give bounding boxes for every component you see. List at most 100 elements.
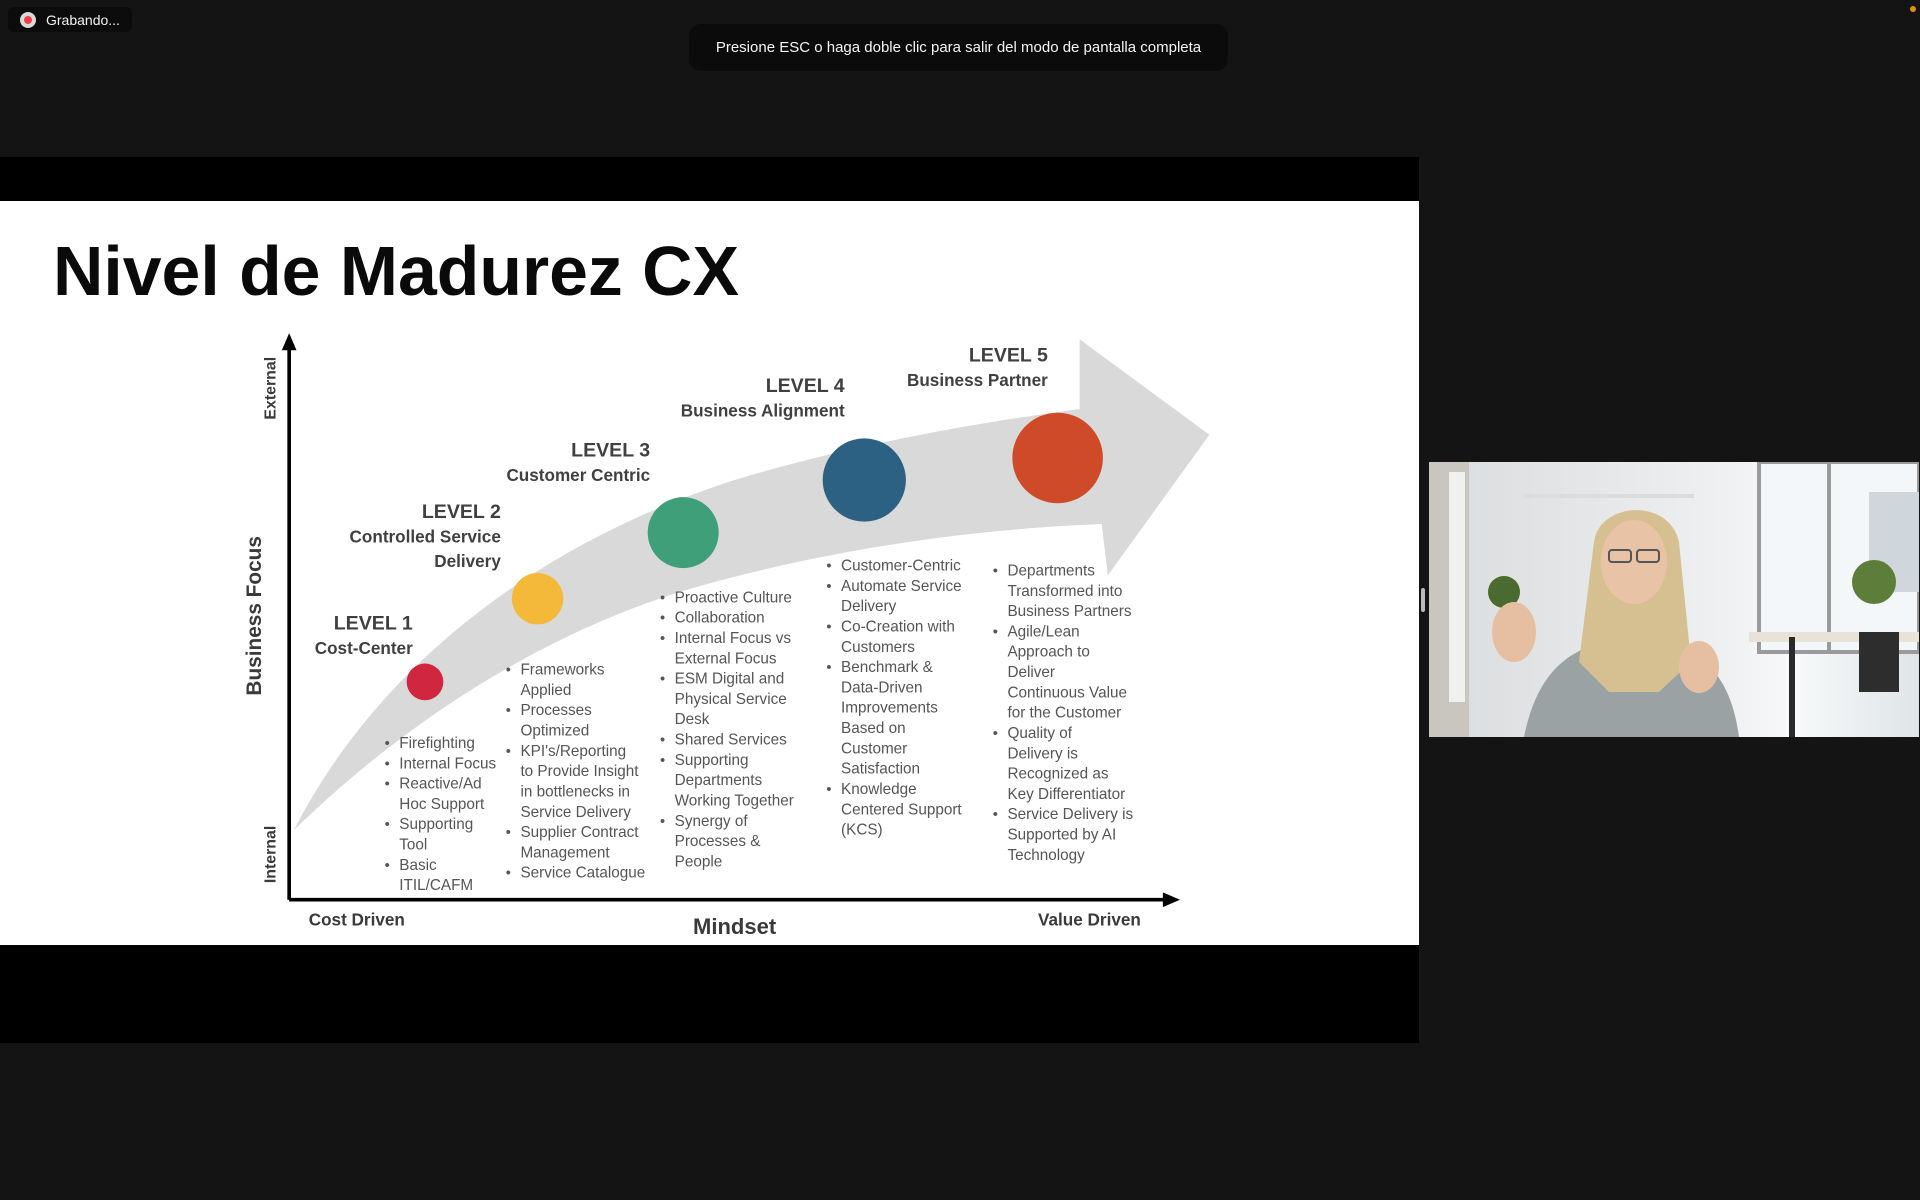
level-4-list-item: Automate Service <box>841 578 962 595</box>
level-1-list-item: Basic <box>399 857 437 874</box>
level-1-list-item: Tool <box>399 837 427 854</box>
bullet-icon: • <box>385 777 390 793</box>
bullet-icon: • <box>385 858 390 874</box>
level-3-name: Customer Centric <box>506 465 650 485</box>
level-3-list-item: Collaboration <box>675 610 765 627</box>
level-4-list-item: Improvements <box>841 700 938 717</box>
level-5-list-item: Continuous Value <box>1007 684 1127 701</box>
level-5-list-item: for the Customer <box>1007 705 1121 722</box>
screen-share-area: Nivel de Madurez CX External Internal Bu… <box>0 157 1419 1043</box>
level-2-list-item: Service Catalogue <box>520 865 645 882</box>
level-5-name: Business Partner <box>907 370 1048 390</box>
level-5-list-item: Business Partners <box>1007 603 1131 620</box>
level-2-list-item: Processes <box>520 702 592 719</box>
level-2-name: Controlled Service <box>350 526 501 546</box>
participant-video[interactable] <box>1429 462 1919 737</box>
status-dot <box>1910 6 1916 12</box>
level-3-list-item: People <box>675 853 723 870</box>
level-4-list-item: Customer <box>841 740 907 757</box>
presentation-slide: Nivel de Madurez CX External Internal Bu… <box>0 201 1419 945</box>
x-axis-right-label: Value Driven <box>1038 909 1141 929</box>
level-5-list-item: Technology <box>1007 847 1085 864</box>
level-5-list-item: Quality of <box>1007 725 1072 742</box>
panel-resize-handle[interactable] <box>1421 588 1425 612</box>
bullet-icon: • <box>506 866 511 882</box>
level-2-name: Delivery <box>434 551 501 571</box>
level-5-list-item: Service Delivery is <box>1007 806 1133 823</box>
recording-indicator: Grabando... <box>8 7 132 32</box>
level-5-list-item: Supported by AI <box>1007 827 1116 844</box>
level-1-marker <box>406 663 444 701</box>
level-2-title: LEVEL 2 <box>422 501 501 523</box>
bullet-icon: • <box>660 590 665 606</box>
level-2-list-item: Applied <box>520 682 571 699</box>
video-feed <box>1429 462 1919 737</box>
level-4-list-item: Co-Creation with <box>841 618 955 635</box>
level-3-list-item: Shared Services <box>675 732 787 749</box>
bullet-icon: • <box>826 559 831 575</box>
bullet-icon: • <box>506 744 511 760</box>
level-3-marker <box>647 497 719 569</box>
level-1-list-item: Firefighting <box>399 735 475 752</box>
level-4-marker <box>822 438 906 522</box>
level-3-list-item: Processes & <box>675 833 761 850</box>
bullet-icon: • <box>660 631 665 647</box>
level-4-name: Business Alignment <box>681 400 845 420</box>
level-1-list-item: ITIL/CAFM <box>399 877 473 894</box>
bullet-icon: • <box>826 660 831 676</box>
bullet-icon: • <box>660 753 665 769</box>
bullet-icon: • <box>993 726 998 742</box>
level-5-marker <box>1012 412 1103 504</box>
level-4-title: LEVEL 4 <box>766 375 845 397</box>
level-2-list-item: Optimized <box>520 723 589 740</box>
level-2-list-item: to Provide Insight <box>520 763 639 780</box>
level-5-title: LEVEL 5 <box>969 344 1048 366</box>
fullscreen-exit-toast: Presione ESC o haga doble clic para sali… <box>689 24 1228 71</box>
bullet-icon: • <box>506 825 511 841</box>
level-1-list-item: Reactive/Ad <box>399 776 481 793</box>
level-5-list-item: Deliver <box>1007 664 1055 681</box>
level-4-list-item: Delivery <box>841 598 897 615</box>
level-4-list-item: Satisfaction <box>841 761 920 778</box>
recording-label: Grabando... <box>46 11 120 28</box>
level-2-list-item: Frameworks <box>520 662 604 679</box>
bullet-icon: • <box>993 624 998 640</box>
level-5-list-item: Delivery is <box>1007 745 1078 762</box>
level-5-list-item: Recognized as <box>1007 766 1108 783</box>
level-3-list-item: Internal Focus vs <box>675 630 792 647</box>
level-1-title: LEVEL 1 <box>334 612 413 634</box>
y-axis-bottom-label: Internal <box>263 826 280 883</box>
level-3-list-item: Proactive Culture <box>675 589 792 606</box>
bullet-icon: • <box>826 619 831 635</box>
slide-title: Nivel de Madurez CX <box>53 232 739 310</box>
bullet-icon: • <box>506 663 511 679</box>
level-1-list-item: Hoc Support <box>399 796 485 813</box>
level-4-list-item: Knowledge <box>841 781 917 798</box>
bullet-icon: • <box>660 672 665 688</box>
bullet-icon: • <box>826 782 831 798</box>
level-4-list-item: Customer-Centric <box>841 558 961 575</box>
x-axis-label: Mindset <box>693 914 777 939</box>
y-axis-arrowhead <box>281 333 297 351</box>
bullet-icon: • <box>660 814 665 830</box>
toast-text: Presione ESC o haga doble clic para sali… <box>715 39 1202 56</box>
level-4-list-item: Data-Driven <box>841 679 923 696</box>
level-4-list-item: Benchmark & <box>841 659 933 676</box>
level-3-list-item: ESM Digital and <box>675 671 785 688</box>
level-2-list-item: Supplier Contract <box>520 824 639 841</box>
y-axis-top-label: External <box>263 357 280 420</box>
level-1-list-item: Supporting <box>399 816 473 833</box>
level-5-list-item: Key Differentiator <box>1007 786 1125 803</box>
level-1-list-item: Internal Focus <box>399 755 496 772</box>
bullet-icon: • <box>385 817 390 833</box>
progress-arrow <box>294 339 1210 830</box>
bullet-icon: • <box>385 756 390 772</box>
level-2-list-item: KPI's/Reporting <box>520 743 626 760</box>
level-1-name: Cost-Center <box>315 638 413 658</box>
level-5-list-item: Departments <box>1007 562 1095 579</box>
level-5-list-item: Approach to <box>1007 644 1089 661</box>
level-5-list-item: Agile/Lean <box>1007 623 1079 640</box>
level-4-list-item: (KCS) <box>841 822 883 839</box>
maturity-diagram: Nivel de Madurez CX External Internal Bu… <box>53 232 1210 939</box>
bullet-icon: • <box>993 807 998 823</box>
